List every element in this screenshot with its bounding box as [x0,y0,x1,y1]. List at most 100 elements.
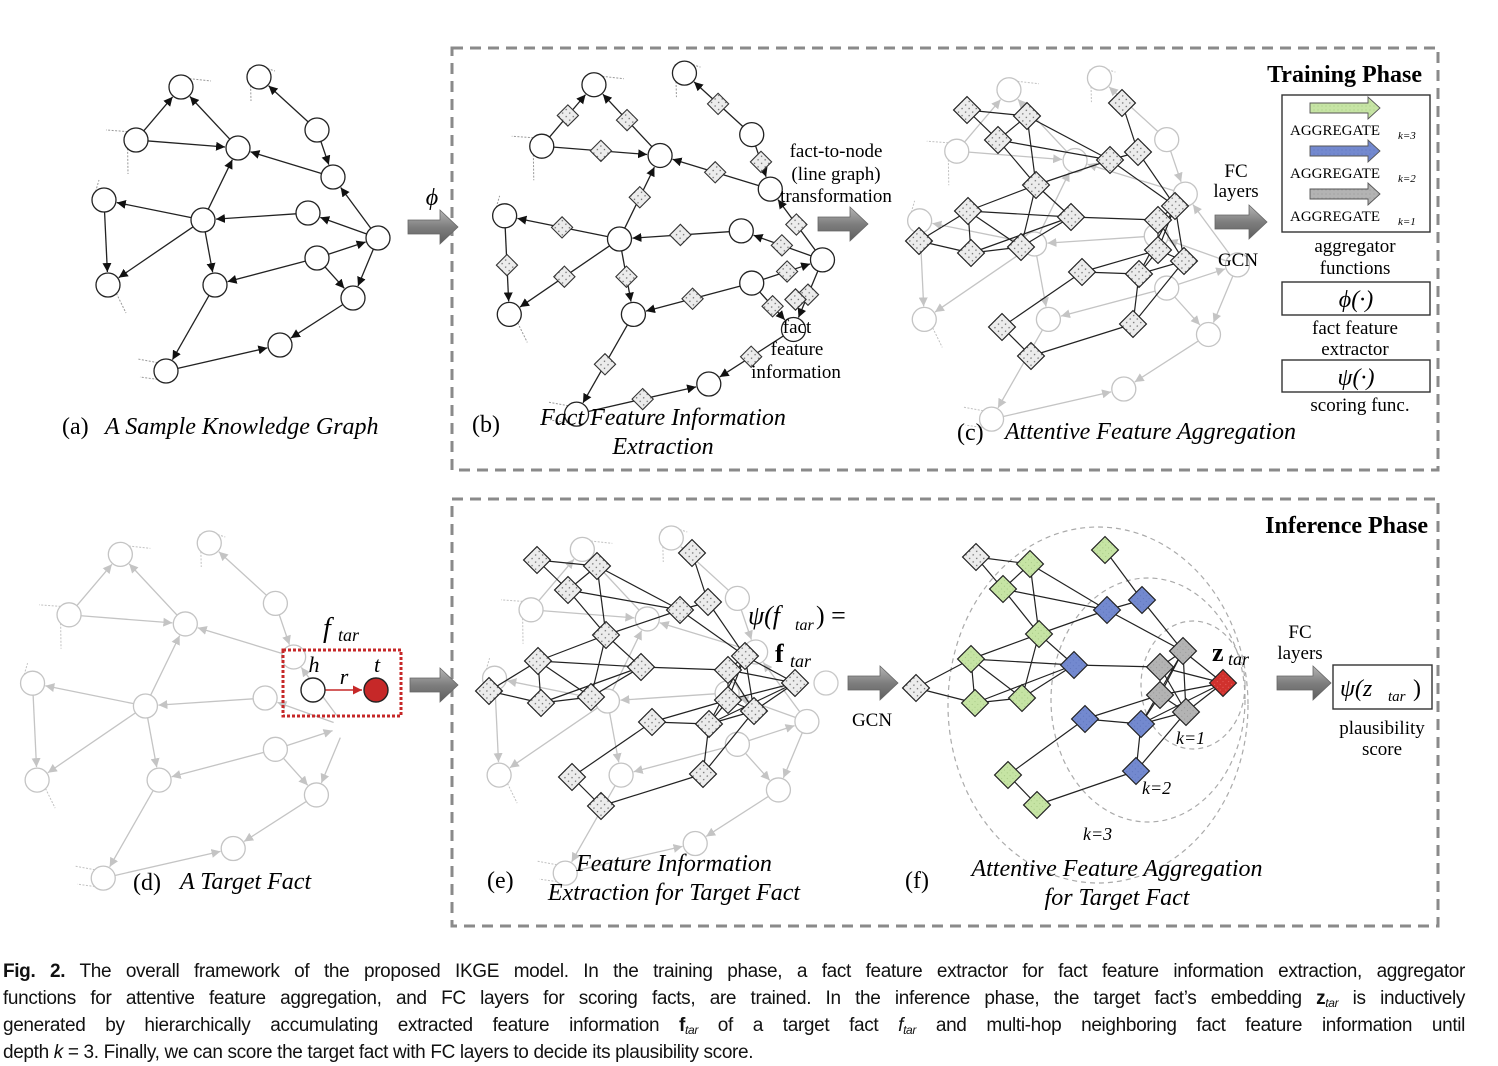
fact-node-diamond [1061,652,1088,679]
entity-node [124,128,148,152]
psi-caption: scoring func. [1310,395,1409,416]
fact-diamond [670,224,691,245]
fact-node-diamond [1109,90,1136,117]
inference-fc-label-line1: FC [1288,622,1311,643]
fact-node-diamond [695,589,722,616]
fc-label-line2: layers [1213,181,1258,202]
relation-edge [33,695,36,767]
panel-a-caption: (a) A Sample Knowledge Graph [62,414,379,440]
entity-node [1087,66,1111,90]
entity-node [810,248,834,272]
entity-node [305,118,329,142]
relation-edge [81,616,172,623]
relation-edge [510,708,598,768]
fact-node-diamond [903,675,930,702]
aggregate-label: AGGREGATE [1290,209,1380,225]
relation-edge [110,791,153,867]
relation-edge [745,753,769,780]
phi-caption-line2: extractor [1321,339,1389,360]
tail-entity-node [814,671,838,695]
caption-line1: The overall framework of the proposed IK… [65,961,1465,982]
legend-line3: information [751,362,841,383]
relation-edge [283,758,307,785]
dangling-edge [964,407,984,411]
fact-node-diamond [958,646,985,673]
entity-node [945,139,969,163]
dangling-edge [46,789,56,809]
relation-edge [321,141,329,164]
line-graph-edge [1107,610,1183,651]
entity-node [57,603,81,627]
fact-node-diamond [1147,682,1174,709]
entity-node [758,177,782,201]
dangling-edge [927,141,949,143]
z-bold: z [1212,638,1224,667]
framework-figure: Training Phase Inference Phase k=1k=2k=3… [0,0,1498,950]
relation-edge [358,249,373,286]
panel-d-tag: (d) [133,870,161,896]
dangling-edge [129,546,151,548]
entity-node [197,531,221,555]
relation-edge [158,699,253,705]
entity-node [725,586,749,610]
big-arrow-icon [818,207,868,241]
transform-label-line2: (line graph) [791,164,880,185]
line-graph-edge [568,590,680,610]
entity-node [766,778,790,802]
relation-edge [198,628,282,654]
head-label: h [309,652,320,677]
fact-node-diamond [1126,261,1153,288]
line-graph-edge [1110,160,1175,206]
entity-node [296,201,320,225]
caption-line2: functions for attentive feature aggregat… [3,988,1316,1009]
entity-node [263,591,287,615]
entity-node [304,783,328,807]
entity-node [570,537,594,561]
target-fact-label: f [323,613,334,644]
panel-a-title: A Sample Knowledge Graph [103,414,379,440]
entity-node [147,768,171,792]
transform-label-line3: transformation [780,186,892,207]
inference-gcn-arrow: GCN [848,666,898,731]
relation-edge [620,694,715,700]
relation-edge [190,96,230,139]
entity-node [321,165,345,189]
relation-edge [998,330,1042,408]
entity-node [621,302,645,326]
fact-diamond [594,354,615,375]
relation-edge [48,713,136,773]
training-fc-gcn-arrow: FC layers GCN [1213,161,1267,271]
phi-caption-line1: fact feature [1312,318,1398,339]
entity-node [607,227,631,251]
ftar-sub: tar [790,651,812,671]
relation-edge [610,713,619,763]
gcn-label: GCN [1218,250,1258,271]
relation-edge [228,261,306,282]
panel-c-caption: (c) Attentive Feature Aggregation [957,419,1296,446]
relation-edge [320,217,366,234]
fact-node-diamond [955,198,982,225]
fact-node-diamond [1014,103,1041,130]
panel-f-hierarchical-aggregation: k=1k=2k=3 [903,527,1248,883]
dangling-edge [1017,81,1039,83]
relation-edge [783,733,802,778]
entity-node [263,737,287,761]
fact-diamond [771,235,792,256]
panel-e-caption: (e) Feature Information Extraction for T… [487,851,801,906]
panel-b-title-line1: Fact Feature Information [539,405,786,431]
entity-node [740,271,764,295]
caption-line4-end: = 3. Finally, we can score the target fa… [63,1042,753,1063]
ring-label-k3: k=3 [1083,824,1112,844]
entity-node [635,607,659,631]
line-graph-edge [1085,695,1160,719]
panel-e-tag: (e) [487,868,514,894]
fact-node-diamond [962,690,989,717]
dangling-edge [75,866,95,870]
relation-edge [1003,392,1111,417]
relation-edge [77,564,112,605]
dangling-edge [512,136,534,138]
aggregate-label: AGGREGATE [1290,123,1380,139]
psi-eq-start: ψ(f [748,601,784,630]
fact-node-diamond [1128,711,1155,738]
dangling-edge [138,359,158,363]
